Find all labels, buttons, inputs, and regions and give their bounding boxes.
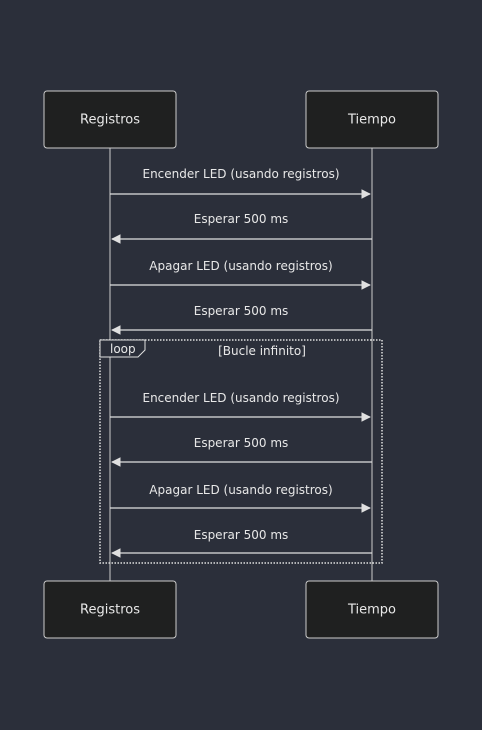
message: Apagar LED (usando registros) bbox=[110, 259, 371, 290]
actor-registros-top: Registros bbox=[43, 90, 177, 149]
message-label: Esperar 500 ms bbox=[194, 304, 289, 318]
loop-condition: [Bucle infinito] bbox=[218, 344, 306, 358]
actor-label: Registros bbox=[80, 603, 140, 618]
loop-frame: loop [Bucle infinito] bbox=[99, 339, 383, 564]
loop-tag-label: loop bbox=[110, 342, 136, 356]
message-label: Encender LED (usando registros) bbox=[142, 391, 339, 405]
actor-tiempo-bottom: Tiempo bbox=[305, 580, 439, 639]
message-label: Encender LED (usando registros) bbox=[142, 167, 339, 181]
message-label: Esperar 500 ms bbox=[194, 212, 289, 226]
message: Encender LED (usando registros) bbox=[110, 391, 371, 422]
message: Esperar 500 ms bbox=[111, 212, 372, 244]
actor-label: Registros bbox=[80, 113, 140, 128]
actor-tiempo-top: Tiempo bbox=[305, 90, 439, 149]
actor-registros-bottom: Registros bbox=[43, 580, 177, 639]
actor-label: Tiempo bbox=[347, 603, 396, 618]
message: Encender LED (usando registros) bbox=[110, 167, 371, 199]
loop-tag bbox=[99, 339, 146, 358]
message: Esperar 500 ms bbox=[111, 436, 372, 467]
message: Esperar 500 ms bbox=[111, 304, 372, 335]
message-label: Esperar 500 ms bbox=[194, 528, 289, 542]
message: Apagar LED (usando registros) bbox=[110, 483, 371, 513]
message-label: Esperar 500 ms bbox=[194, 436, 289, 450]
actor-label: Tiempo bbox=[347, 113, 396, 128]
message-label: Apagar LED (usando registros) bbox=[149, 259, 332, 273]
message: Esperar 500 ms bbox=[111, 528, 372, 558]
message-label: Apagar LED (usando registros) bbox=[149, 483, 332, 497]
